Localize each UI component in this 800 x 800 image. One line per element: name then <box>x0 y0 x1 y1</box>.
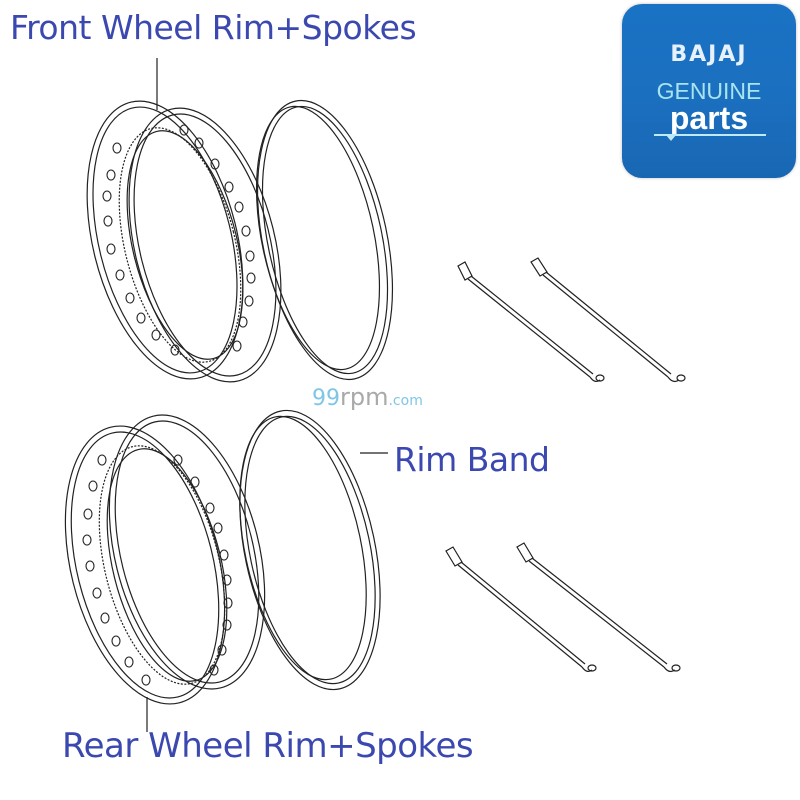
rear-rim-band <box>239 409 381 691</box>
watermark-part2: rpm <box>340 383 389 411</box>
rear-spoke-2 <box>516 542 681 673</box>
logo-notch-icon <box>666 135 676 141</box>
rear-spoke-1 <box>445 546 597 673</box>
logo-parts: parts <box>669 100 749 136</box>
logo-genuine: GENUINE <box>656 78 762 104</box>
watermark-part1: 99 <box>312 386 340 411</box>
rear-wheel-label: Rear Wheel Rim+Spokes <box>62 726 474 766</box>
logo-underline <box>654 134 766 136</box>
watermark: 99rpm.com <box>312 383 423 411</box>
front-rim <box>86 100 282 383</box>
front-wheel-label: Front Wheel Rim+Spokes <box>10 8 417 47</box>
watermark-part3: .com <box>388 393 423 409</box>
front-spoke-2 <box>530 257 686 383</box>
rim-band-label: Rim Band <box>394 440 550 479</box>
logo-brand: BAJAJ <box>670 42 748 67</box>
rear-rim <box>64 414 266 705</box>
front-spoke-1 <box>457 261 605 383</box>
front-rim-band <box>255 99 394 381</box>
bajaj-genuine-parts-logo: BAJAJ GENUINE parts <box>622 4 796 178</box>
